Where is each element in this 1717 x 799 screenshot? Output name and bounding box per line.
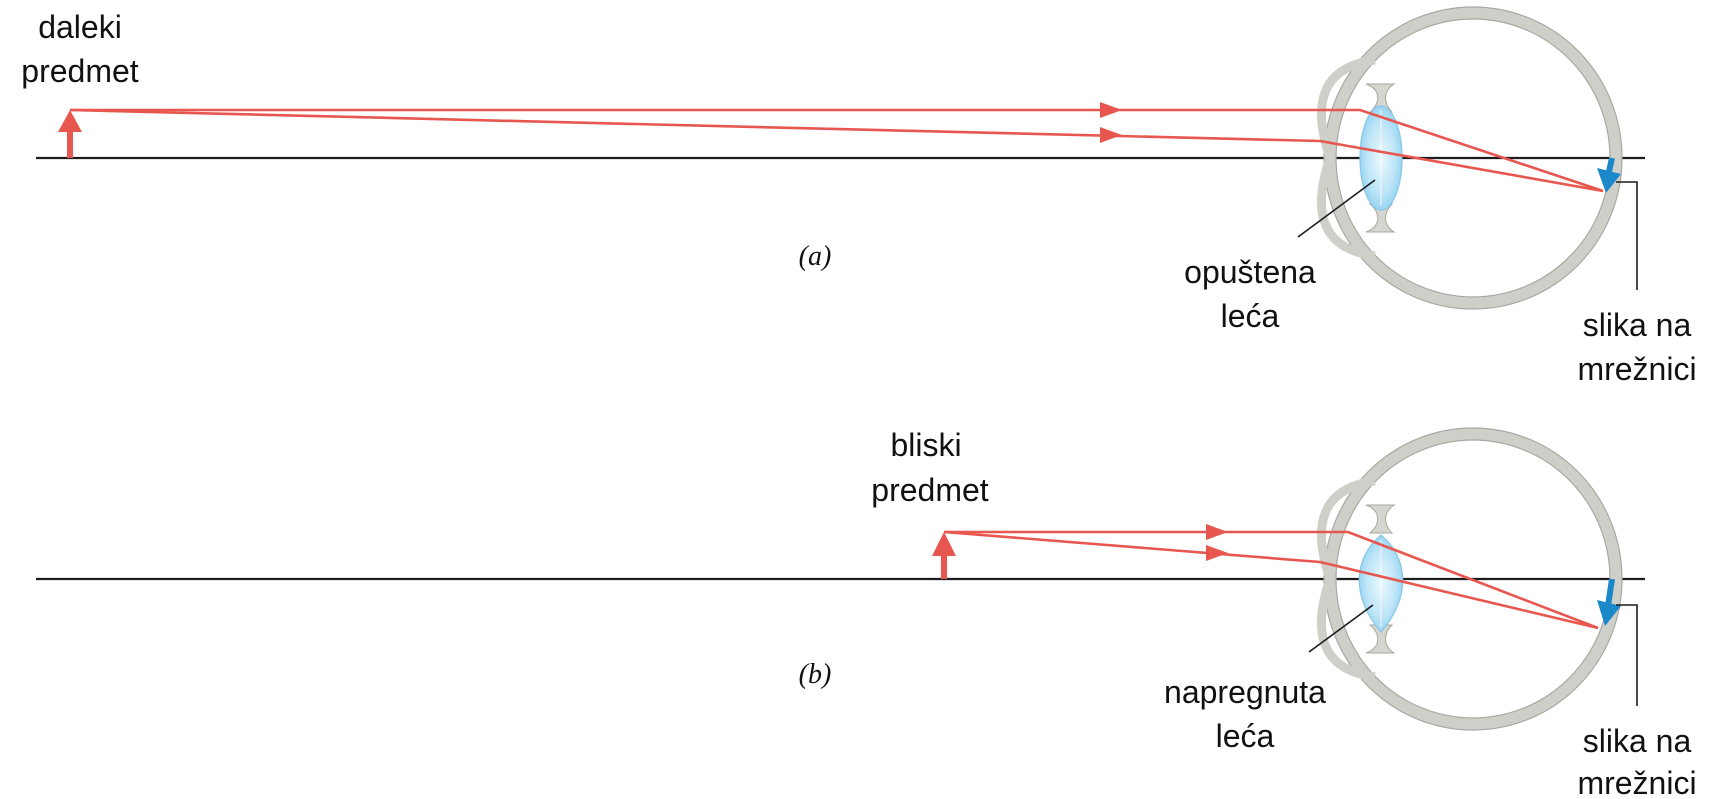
far-object-label-line1: daleki bbox=[38, 9, 122, 45]
retinal-image-label-b-line2: mrežnici bbox=[1577, 765, 1696, 799]
iris-top-b bbox=[1365, 504, 1396, 534]
retinal-image-label-a-line1: slika na bbox=[1583, 307, 1692, 343]
retinal-image-label-a-line2: mrežnici bbox=[1577, 351, 1696, 387]
cornea-a bbox=[1316, 55, 1376, 261]
ray-arrow-b2 bbox=[1206, 545, 1228, 561]
panel-b: bliski predmet (b) napregnuta leća slika… bbox=[36, 427, 1697, 799]
lens-leader-b bbox=[1308, 604, 1374, 653]
ray-bottom-b bbox=[943, 530, 1599, 630]
caption-b: (b) bbox=[799, 659, 832, 690]
ray-top-a bbox=[70, 108, 1604, 193]
caption-a: (a) bbox=[799, 241, 832, 272]
eye-b bbox=[1316, 427, 1623, 731]
relaxed-lens-label-line2: leća bbox=[1221, 298, 1280, 334]
ray-arrow-a2 bbox=[1100, 127, 1122, 143]
iris-bottom-a bbox=[1365, 203, 1396, 233]
panel-a: daleki predmet (a) opuštena leća slika n… bbox=[21, 6, 1697, 387]
near-object-label-line1: bliski bbox=[890, 427, 961, 463]
accommodated-lens-label-line1: napregnuta bbox=[1164, 674, 1326, 710]
retinal-image-label-b-line1: slika na bbox=[1583, 723, 1692, 759]
iris-bottom-b bbox=[1365, 624, 1396, 654]
accommodated-lens-label-line2: leća bbox=[1216, 718, 1275, 754]
lens-leader-a bbox=[1297, 179, 1376, 238]
retina-leader-a bbox=[1616, 181, 1638, 290]
ray-bottom-a bbox=[69, 108, 1604, 193]
ray-arrow-a1 bbox=[1100, 102, 1122, 118]
far-object-label-line2: predmet bbox=[21, 53, 139, 89]
cornea-b bbox=[1316, 476, 1376, 682]
relaxed-lens-label-line1: opuštena bbox=[1184, 254, 1316, 290]
ray-arrow-b1 bbox=[1206, 524, 1228, 540]
iris-top-a bbox=[1365, 83, 1396, 113]
ray-top-b bbox=[944, 530, 1599, 630]
retinal-image-arrow-b bbox=[1605, 578, 1615, 607]
near-object-label-line2: predmet bbox=[871, 472, 989, 508]
retina-leader-b bbox=[1616, 604, 1638, 706]
